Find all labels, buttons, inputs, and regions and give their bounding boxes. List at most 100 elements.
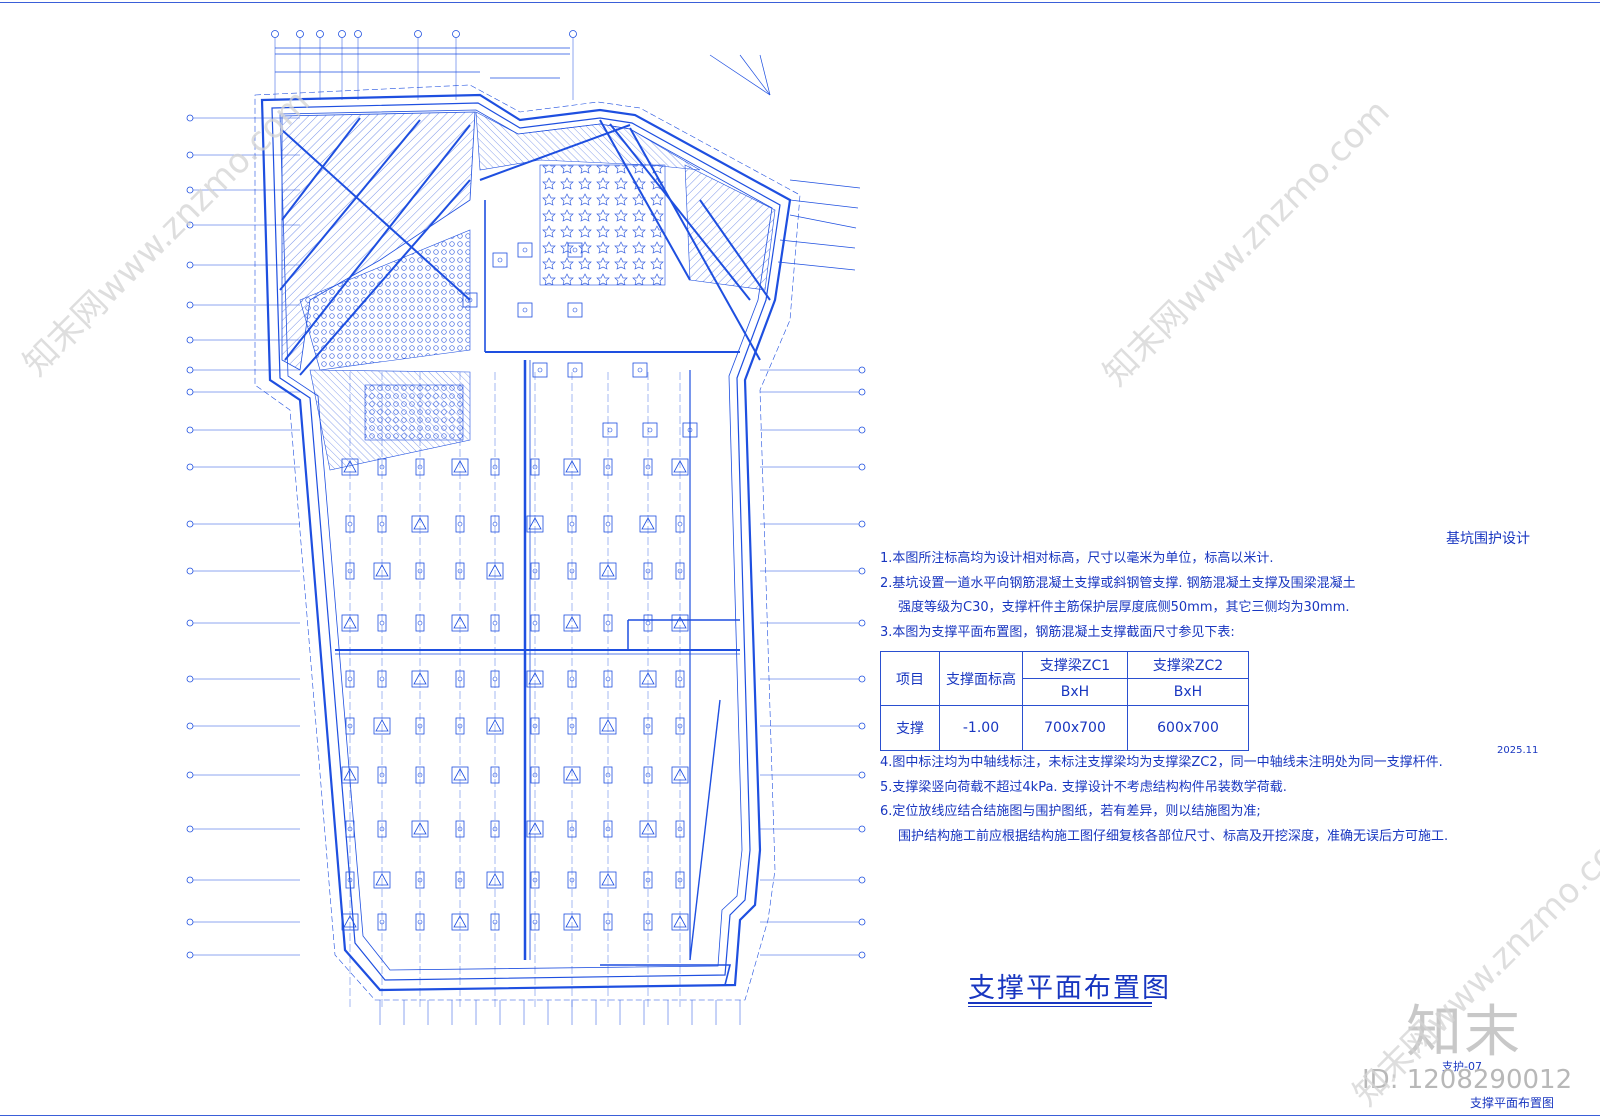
column-pile-core bbox=[457, 826, 463, 832]
brace-triangle bbox=[375, 564, 389, 577]
brace-box bbox=[639, 670, 657, 688]
column-pile-core bbox=[347, 826, 353, 832]
brace-box bbox=[563, 913, 581, 931]
brace-triangle bbox=[453, 460, 467, 473]
brace-triangle bbox=[528, 517, 542, 530]
column-pile-core bbox=[379, 620, 385, 626]
axis-markers-top bbox=[271, 30, 577, 100]
column-pile bbox=[377, 820, 387, 838]
column-pile bbox=[603, 458, 613, 476]
axis-bubble-right bbox=[858, 918, 866, 926]
brace-box bbox=[486, 562, 504, 580]
brace-box bbox=[451, 458, 469, 476]
column-pile-core bbox=[569, 877, 575, 883]
brace-triangle bbox=[641, 672, 655, 685]
column-pile bbox=[530, 871, 540, 889]
column-pile bbox=[415, 614, 425, 632]
table-row-item: 支撑 bbox=[880, 705, 940, 751]
brace-box bbox=[341, 913, 359, 931]
column-pile-core bbox=[572, 367, 578, 373]
axis-bubble-left bbox=[186, 463, 194, 471]
column-pile bbox=[567, 242, 583, 258]
brace-box bbox=[451, 614, 469, 632]
brace-box bbox=[451, 766, 469, 784]
axis-bubble-left bbox=[186, 825, 194, 833]
brace-box bbox=[526, 670, 544, 688]
axis-bubble-left bbox=[186, 114, 194, 122]
column-pile-core bbox=[492, 826, 498, 832]
axis-bubble-right bbox=[858, 366, 866, 374]
column-pile-core bbox=[492, 919, 498, 925]
column-pile-core bbox=[417, 568, 423, 574]
column-pile bbox=[675, 562, 685, 580]
column-pile bbox=[415, 766, 425, 784]
table-row-zc1: 700x700 bbox=[1022, 705, 1128, 751]
axis-bubble-top bbox=[569, 30, 577, 38]
column-pile bbox=[675, 820, 685, 838]
axis-bubble-top bbox=[354, 30, 362, 38]
column-pile bbox=[377, 515, 387, 533]
column-pile-core bbox=[379, 521, 385, 527]
column-pile-core bbox=[645, 877, 651, 883]
right-leaders bbox=[709, 54, 861, 271]
table-row-elevation: -1.00 bbox=[939, 705, 1023, 751]
brace-triangle bbox=[565, 460, 579, 473]
watermark-id: ID: 1208290012 bbox=[1362, 1065, 1573, 1095]
column-pile-core bbox=[537, 367, 543, 373]
column-pile-core bbox=[379, 919, 385, 925]
axis-bubble-left bbox=[186, 675, 194, 683]
brace-triangle bbox=[413, 517, 427, 530]
column-pile bbox=[455, 717, 465, 735]
brace-triangle bbox=[343, 768, 357, 781]
column-pile bbox=[643, 614, 653, 632]
note-6-cont: 围护结构施工前应根据结构施工图仔细复核各部位尺寸、标高及开挖深度，准确无误后方可… bbox=[898, 828, 1449, 844]
axis-bubble-left bbox=[186, 366, 194, 374]
column-pile-core bbox=[605, 919, 611, 925]
sheet-border-bottom bbox=[0, 1115, 1600, 1116]
table-header-zc2: 支撑梁ZC2 bbox=[1127, 651, 1249, 679]
brace-triangle bbox=[488, 564, 502, 577]
column-piles bbox=[345, 242, 698, 931]
column-pile bbox=[517, 302, 533, 318]
column-pile-core bbox=[347, 521, 353, 527]
axis-bubble-left bbox=[186, 771, 194, 779]
brace-triangle bbox=[601, 564, 615, 577]
column-pile-core bbox=[605, 464, 611, 470]
column-pile-core bbox=[645, 919, 651, 925]
main-support-beams bbox=[335, 200, 740, 986]
column-pile-core bbox=[457, 723, 463, 729]
brace-box bbox=[373, 717, 391, 735]
column-pile-core bbox=[379, 772, 385, 778]
column-pile bbox=[603, 820, 613, 838]
brace-triangle bbox=[375, 719, 389, 732]
brace-box bbox=[341, 766, 359, 784]
brace-triangle bbox=[673, 915, 687, 928]
column-pile bbox=[377, 913, 387, 931]
axis-bubble-left bbox=[186, 301, 194, 309]
axis-bubble-top bbox=[296, 30, 304, 38]
column-pile bbox=[345, 871, 355, 889]
watermark-logo: 知末 bbox=[1406, 1000, 1522, 1065]
table-header-elevation: 支撑面标高 bbox=[939, 651, 1023, 706]
column-pile-core bbox=[532, 723, 538, 729]
column-pile-core bbox=[417, 919, 423, 925]
brace-box bbox=[671, 614, 689, 632]
design-notes-continued: 4.图中标注均为中轴线标注，未标注支撑梁均为支撑梁ZC2，同一中轴线未注明处为同… bbox=[880, 751, 1449, 849]
brace-triangle bbox=[641, 822, 655, 835]
column-pile-core bbox=[492, 676, 498, 682]
column-pile bbox=[603, 766, 613, 784]
grid-vertical-lines bbox=[349, 372, 681, 1010]
column-pile-core bbox=[532, 568, 538, 574]
column-pile bbox=[415, 562, 425, 580]
axis-bubble-left bbox=[186, 619, 194, 627]
brace-box bbox=[639, 515, 657, 533]
note-2: 2.基坑设置一道水平向钢筋混凝土支撑或斜钢管支撑. 钢筋混凝土支撑及围梁混凝土 bbox=[880, 575, 1356, 591]
column-pile bbox=[567, 670, 577, 688]
brace-triangle bbox=[601, 873, 615, 886]
column-pile bbox=[530, 766, 540, 784]
design-notes: 1.本图所注标高均为设计相对标高，尺寸以毫米为单位，标高以米计. 2.基坑设置一… bbox=[880, 547, 1440, 645]
note-5: 5.支撑梁竖向荷载不超过4kPa. 支撑设计不考虑结构构件吊装数学荷载. bbox=[880, 779, 1287, 795]
column-pile-core bbox=[457, 877, 463, 883]
axis-bubble-right bbox=[858, 520, 866, 528]
axis-bubble-top bbox=[316, 30, 324, 38]
